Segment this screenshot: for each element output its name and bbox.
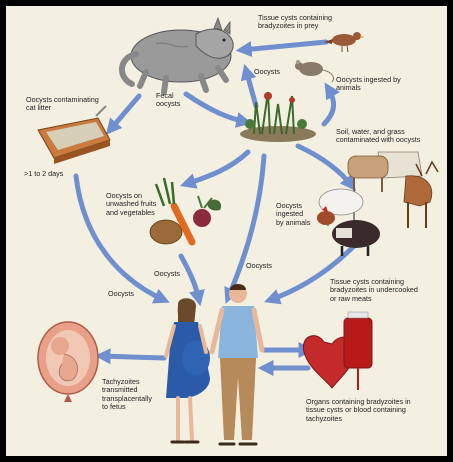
- arrow-bird-to-cat: [242, 42, 326, 50]
- toxoplasma-life-cycle-diagram: Tissue cysts containing bradyzoites in p…: [6, 6, 447, 456]
- label-soil-water-grass: Soil, water, and grass contaminated with…: [336, 128, 420, 145]
- label-oocysts-unwashed: Oocysts on unwashed fruits and vegetable…: [106, 192, 156, 217]
- label-organs: Organs containing bradyzoites in tissue …: [306, 398, 411, 423]
- arrow-pregnant-to-fetus: [101, 356, 164, 358]
- label-one-to-two-days: >1 to 2 days: [24, 170, 63, 178]
- pregnant-woman-illustration: [166, 298, 210, 442]
- arrow-soil-to-vegetables: [186, 152, 248, 184]
- label-oocysts-contaminating-litter: Oocysts contaminating cat litter: [26, 96, 99, 113]
- label-oocysts-center: Oocysts: [246, 262, 272, 270]
- organs-blood-illustration: [303, 312, 372, 390]
- label-tissue-cysts-meats: Tissue cysts containing bradyzoites in u…: [330, 278, 418, 303]
- arrow-soil-to-prey-right: [324, 88, 334, 124]
- arrow-cat-to-litter: [110, 96, 139, 130]
- arrow-vegetables-to-human: [181, 256, 199, 300]
- label-oocysts-top: Oocysts: [254, 68, 280, 76]
- mouse-illustration: [295, 60, 334, 82]
- arrow-soil-to-human: [228, 156, 264, 298]
- label-oocysts-mid: Oocysts: [154, 270, 180, 278]
- vegetables-illustration: [150, 178, 221, 244]
- label-tachyzoites: Tachyzoites transmitted transplacentally…: [102, 378, 152, 412]
- label-oocysts-ingested-animals-mid: Oocysts ingested by animals: [276, 202, 310, 227]
- label-oocysts-ingested-animals-top: Oocysts ingested by animals: [336, 76, 401, 93]
- cat-illustration: [122, 18, 233, 92]
- litter-box-illustration: [38, 106, 110, 164]
- fetus-illustration: [38, 322, 98, 402]
- label-oocysts-left: Oocysts: [108, 290, 134, 298]
- soil-grass-illustration: [240, 92, 316, 142]
- diagram-artwork: [6, 6, 447, 456]
- bird-illustration: [324, 32, 365, 52]
- label-tissue-cysts-prey: Tissue cysts containing bradyzoites in p…: [258, 14, 332, 31]
- arrow-cat-to-soil: [186, 94, 246, 122]
- arrow-soil-to-animals: [298, 146, 352, 186]
- man-illustration: [212, 284, 262, 444]
- label-fecal-oocysts: Fecal oocysts: [156, 92, 180, 109]
